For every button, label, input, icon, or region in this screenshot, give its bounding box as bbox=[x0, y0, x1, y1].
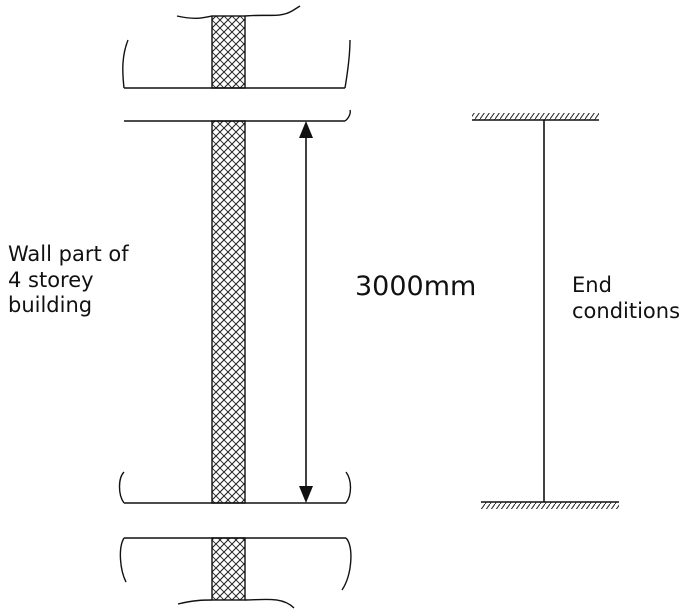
wall-column bbox=[211, 15, 246, 601]
wall-label-line3: building bbox=[8, 293, 93, 317]
dimension-label: 3000mm bbox=[355, 271, 477, 302]
wall-stub-top bbox=[211, 15, 246, 89]
end-conditions-label-line1: End bbox=[572, 273, 612, 297]
dimension-line bbox=[299, 121, 313, 503]
fixed-support-top bbox=[472, 113, 599, 120]
wall-stub-bottom bbox=[211, 537, 246, 601]
wall-label-line2: 4 storey bbox=[8, 268, 94, 292]
floor-slab-top bbox=[124, 87, 345, 122]
floor-slab-bottom bbox=[124, 502, 346, 539]
wall-label-line1: Wall part of bbox=[8, 242, 129, 266]
arrowhead-down bbox=[299, 486, 313, 503]
fixed-support-bottom bbox=[481, 502, 619, 509]
end-conditions-label-line2: conditions bbox=[572, 299, 681, 323]
end-conditions-symbol bbox=[472, 113, 619, 509]
break-lines bbox=[118, 5, 352, 609]
wall-main bbox=[211, 120, 246, 504]
arrowhead-up bbox=[299, 121, 313, 138]
